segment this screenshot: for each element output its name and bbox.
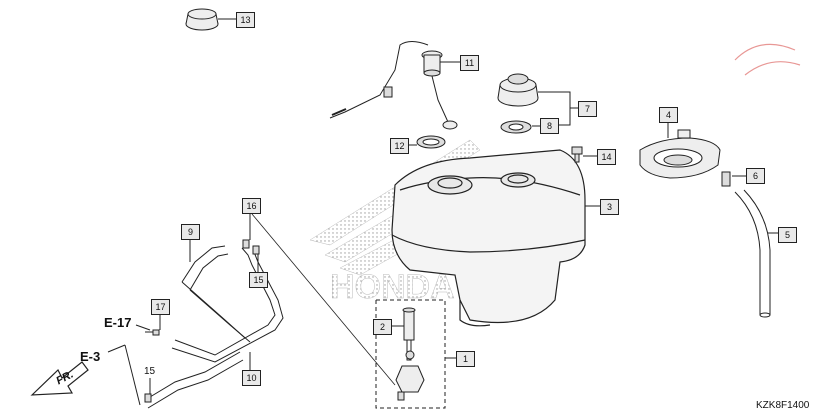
callout-1: 1: [456, 351, 475, 367]
callout-5: 5: [778, 227, 797, 243]
callout-11: 11: [460, 55, 479, 71]
callout-13: 13: [236, 12, 255, 28]
fuel-valve-assembly-part: [375, 299, 446, 409]
reference-e17: E-17: [104, 315, 132, 330]
callout-14: 14: [597, 149, 616, 165]
hose-clip-part: [144, 239, 260, 403]
callout-17: 17: [151, 299, 170, 315]
fuel-tank: [391, 149, 586, 327]
fuel-hose-part: [144, 245, 284, 409]
callout-12: 12: [390, 138, 409, 154]
filler-neck-part: [497, 73, 539, 134]
callout-7: 7: [578, 101, 597, 117]
moto-watermark-logo: [734, 43, 801, 76]
hose-clamp-part: [721, 171, 731, 187]
callout-3: 3: [600, 199, 619, 215]
reference-e3: E-3: [80, 349, 101, 364]
tank-tray-part: [639, 129, 721, 179]
callout-4: 4: [659, 107, 678, 123]
callout-16: 16: [242, 198, 261, 214]
label-15-plain: 15: [144, 366, 156, 377]
callout-8: 8: [540, 118, 559, 134]
callout-15: 15: [249, 272, 268, 288]
gasket-part: [416, 135, 446, 149]
breather-tube-part: [734, 189, 771, 318]
callout-10: 10: [242, 370, 261, 386]
fuel-cap-part: [185, 8, 219, 31]
bolt-part: [571, 146, 583, 163]
diagram-code: KZK8F1400: [756, 400, 810, 411]
front-direction-arrow: [30, 361, 89, 396]
callout-2: 2: [373, 319, 392, 335]
callout-9: 9: [181, 224, 200, 240]
fuel-level-sensor-part: [329, 41, 458, 130]
callout-6: 6: [746, 168, 765, 184]
